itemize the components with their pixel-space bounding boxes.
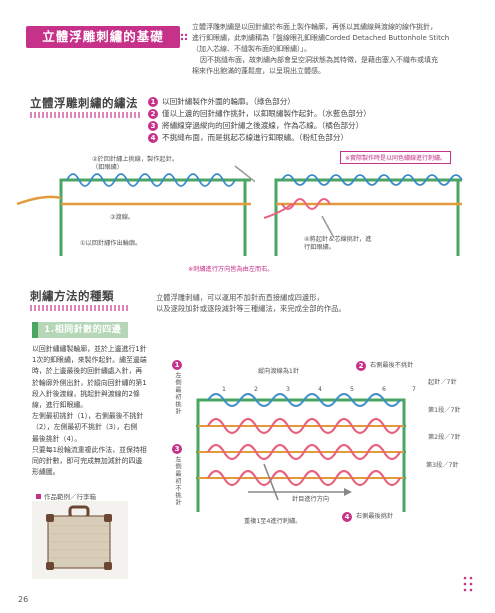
body-line: 最後挑針（4）。 — [32, 434, 82, 443]
step-number: 3 — [148, 120, 158, 131]
step-text: 以回針繡製作外圍的輪廓。（綠色部分） — [162, 97, 295, 106]
section-heading-types: 刺繡方法的種類 — [30, 289, 114, 303]
step-text: 不挑縫布面，而是挑起芯線進行釦眼繡。（粉紅色部分） — [162, 133, 349, 142]
method-description: 以回針繡繡製輪廓，並於上邊進行1針 1次的釦眼繡，來製作起針。繡至邊端 時，於上… — [32, 344, 156, 478]
section-heading-method: 立體浮雕刺繡的繡法 — [30, 96, 138, 110]
intro-line: 立體浮雕刺繡是以回針繡於布面上製作輪廓，再係以其繡線與渡線的線作挑針， — [192, 23, 437, 31]
caption-text: 作品範例／行李箱 — [44, 493, 96, 501]
label-2-right-skip: 2 右側最後不挑針 — [356, 361, 413, 371]
body-line: 以回針繡繡製輪廓，並於上邊進行1針 — [32, 345, 147, 353]
label-4-right-pick: 4 右側最後挑針 — [342, 512, 393, 522]
body-line: 左側最初挑針（1），右側最後不挑針 — [32, 412, 144, 421]
intro-line: 進行釦眼繡，此刺繡稱為「盤線眼孔釦眼繡Corded Detached Butto… — [192, 34, 450, 42]
label-text: 左側最初挑針 — [174, 372, 181, 416]
subheading-same-count-square: 1.相同針數的四邊形 — [32, 322, 128, 351]
decor-dots-icon — [463, 576, 473, 592]
repeat-note: 重複1至4進行刺繡。 — [244, 518, 302, 525]
direction-note: ※刺繡進行方向皆為由左而右。 — [188, 266, 274, 273]
badge-number: 2 — [356, 361, 366, 371]
body-line: （2），左側最初不挑針（3），右側 — [32, 423, 138, 432]
body-line: 只要每1段輪流重複此作法，並保持相 — [32, 445, 147, 454]
stitch-diagram-left — [16, 165, 255, 256]
label-1-left-pick: 1 左側最初挑針 — [172, 360, 182, 415]
vertical-note: 縱向渡線為1針 — [258, 368, 300, 375]
square-stitch-diagram — [196, 393, 406, 512]
label-text: 右側最後挑針 — [356, 513, 394, 520]
step-4: 4 不挑縫布面，而是挑起芯線進行釦眼繡。（粉紅色部分） — [148, 132, 348, 143]
row1-count: 第1段／7針 — [428, 407, 461, 414]
intro-paragraph: 立體浮雕刺繡是以回針繡於布面上製作輪廓，再係以其繡線與渡線的線作挑針， 進行釦眼… — [192, 22, 474, 77]
badge-number: 4 — [342, 512, 352, 522]
suitcase-illustration-icon — [46, 505, 112, 570]
subheading-number: 1. — [44, 325, 55, 335]
types-intro-line: 以及逐段加針或逐段減針等三種繡法，來完成全部的作品。 — [156, 304, 346, 313]
types-intro: 立體浮雕刺繡，可以運用不加針而直接繡成四邊形， 以及逐段加針或逐段減針等三種繡法… — [156, 292, 456, 314]
photo-caption: 作品範例／行李箱 — [36, 491, 96, 501]
step-2: 2 僅以上邊的回針繡作挑針，以釦眼繡製作起針。（水藍色部分） — [148, 108, 371, 119]
suitcase-photo — [32, 501, 128, 579]
subheading-text: 相同針數的四邊形 — [44, 325, 122, 351]
intro-line: 棉來作出飽滿的蓬鬆度，以呈現出立體感。 — [192, 67, 325, 75]
col-num: 3 — [286, 386, 290, 393]
body-line: 段入針後渡線，挑起針與渡線的2條 — [32, 389, 140, 398]
col-num: 7 — [412, 386, 416, 393]
page-title: 立體浮雕刺繡的基礎 — [26, 26, 180, 48]
label-text: 左側最初不挑針 — [174, 456, 181, 507]
col-num: 4 — [318, 386, 322, 393]
step-number: 4 — [148, 132, 158, 143]
step-text: 將繡線穿過縱向的回針繡之後渡線，作為芯線。（橘色部分） — [162, 121, 364, 130]
body-line: 1次的釦眼繡，來製作起針。繡至邊端 — [32, 356, 147, 365]
row3-count: 第3段／7針 — [426, 462, 459, 469]
diagram-label-2: ②於回針繡上挑線，製作起針。（釦眼繡） — [92, 156, 178, 171]
step-number: 1 — [148, 96, 158, 107]
direction-label: 針目進行方向 — [292, 496, 330, 503]
intro-line: （加入芯線、不縫製布面的釦眼繡）」。 — [192, 45, 311, 53]
cast-on-count: 起針／7針 — [428, 379, 457, 386]
step-3: 3 將繡線穿過縱向的回針繡之後渡線，作為芯線。（橘色部分） — [148, 120, 363, 131]
col-num: 5 — [350, 386, 354, 393]
body-line: 時，於上邊最後的回針繡處入針，再 — [32, 367, 143, 376]
decor-dots-icon — [180, 33, 188, 41]
col-num: 6 — [382, 386, 386, 393]
step-number: 2 — [148, 108, 158, 119]
row2-count: 第2段／7針 — [428, 434, 461, 441]
intro-line: 因不挑縫布面，故刺繡內部會呈空洞狀態為其特徵，是藉由塞入不織布或填充 — [200, 56, 438, 64]
body-line: 同的針數，即可完成無加減針的四邊 — [32, 457, 143, 466]
badge-number: 1 — [172, 360, 182, 370]
section-divider — [30, 305, 130, 311]
note-box: ※實際製作時是以同色繡線進行刺繡。 — [340, 151, 452, 164]
badge-number: 3 — [172, 444, 182, 454]
stitch-diagram-right — [263, 174, 463, 256]
step-text: 僅以上邊的回針繡作挑針，以釦眼繡製作起針。（水藍色部分） — [162, 109, 371, 118]
col-num: 1 — [222, 386, 226, 393]
diagram-label-4: ④將起針＆芯線挑針，進行釦眼繡。 — [304, 236, 372, 251]
body-line: 線，進行釦眼繡。 — [32, 401, 88, 410]
bullet-square-icon — [36, 493, 41, 499]
diagram-label-3: ③渡線。 — [110, 214, 135, 221]
page-number: 26 — [18, 595, 29, 604]
section-divider — [30, 112, 140, 118]
label-3-left-skip: 3 左側最初不挑針 — [172, 444, 182, 506]
body-line: 於輪廓外側出針，於縱向回針繡的第1 — [32, 378, 147, 387]
diagram-label-1: ①以回針繡作出輪廓。 — [80, 240, 142, 247]
types-intro-line: 立體浮雕刺繡，可以運用不加針而直接繡成四邊形， — [156, 293, 324, 302]
body-line: 形繡圖。 — [32, 468, 60, 477]
label-text: 右側最後不挑針 — [370, 362, 414, 369]
step-1: 1 以回針繡製作外圍的輪廓。（綠色部分） — [148, 96, 295, 107]
col-num: 2 — [254, 386, 258, 393]
